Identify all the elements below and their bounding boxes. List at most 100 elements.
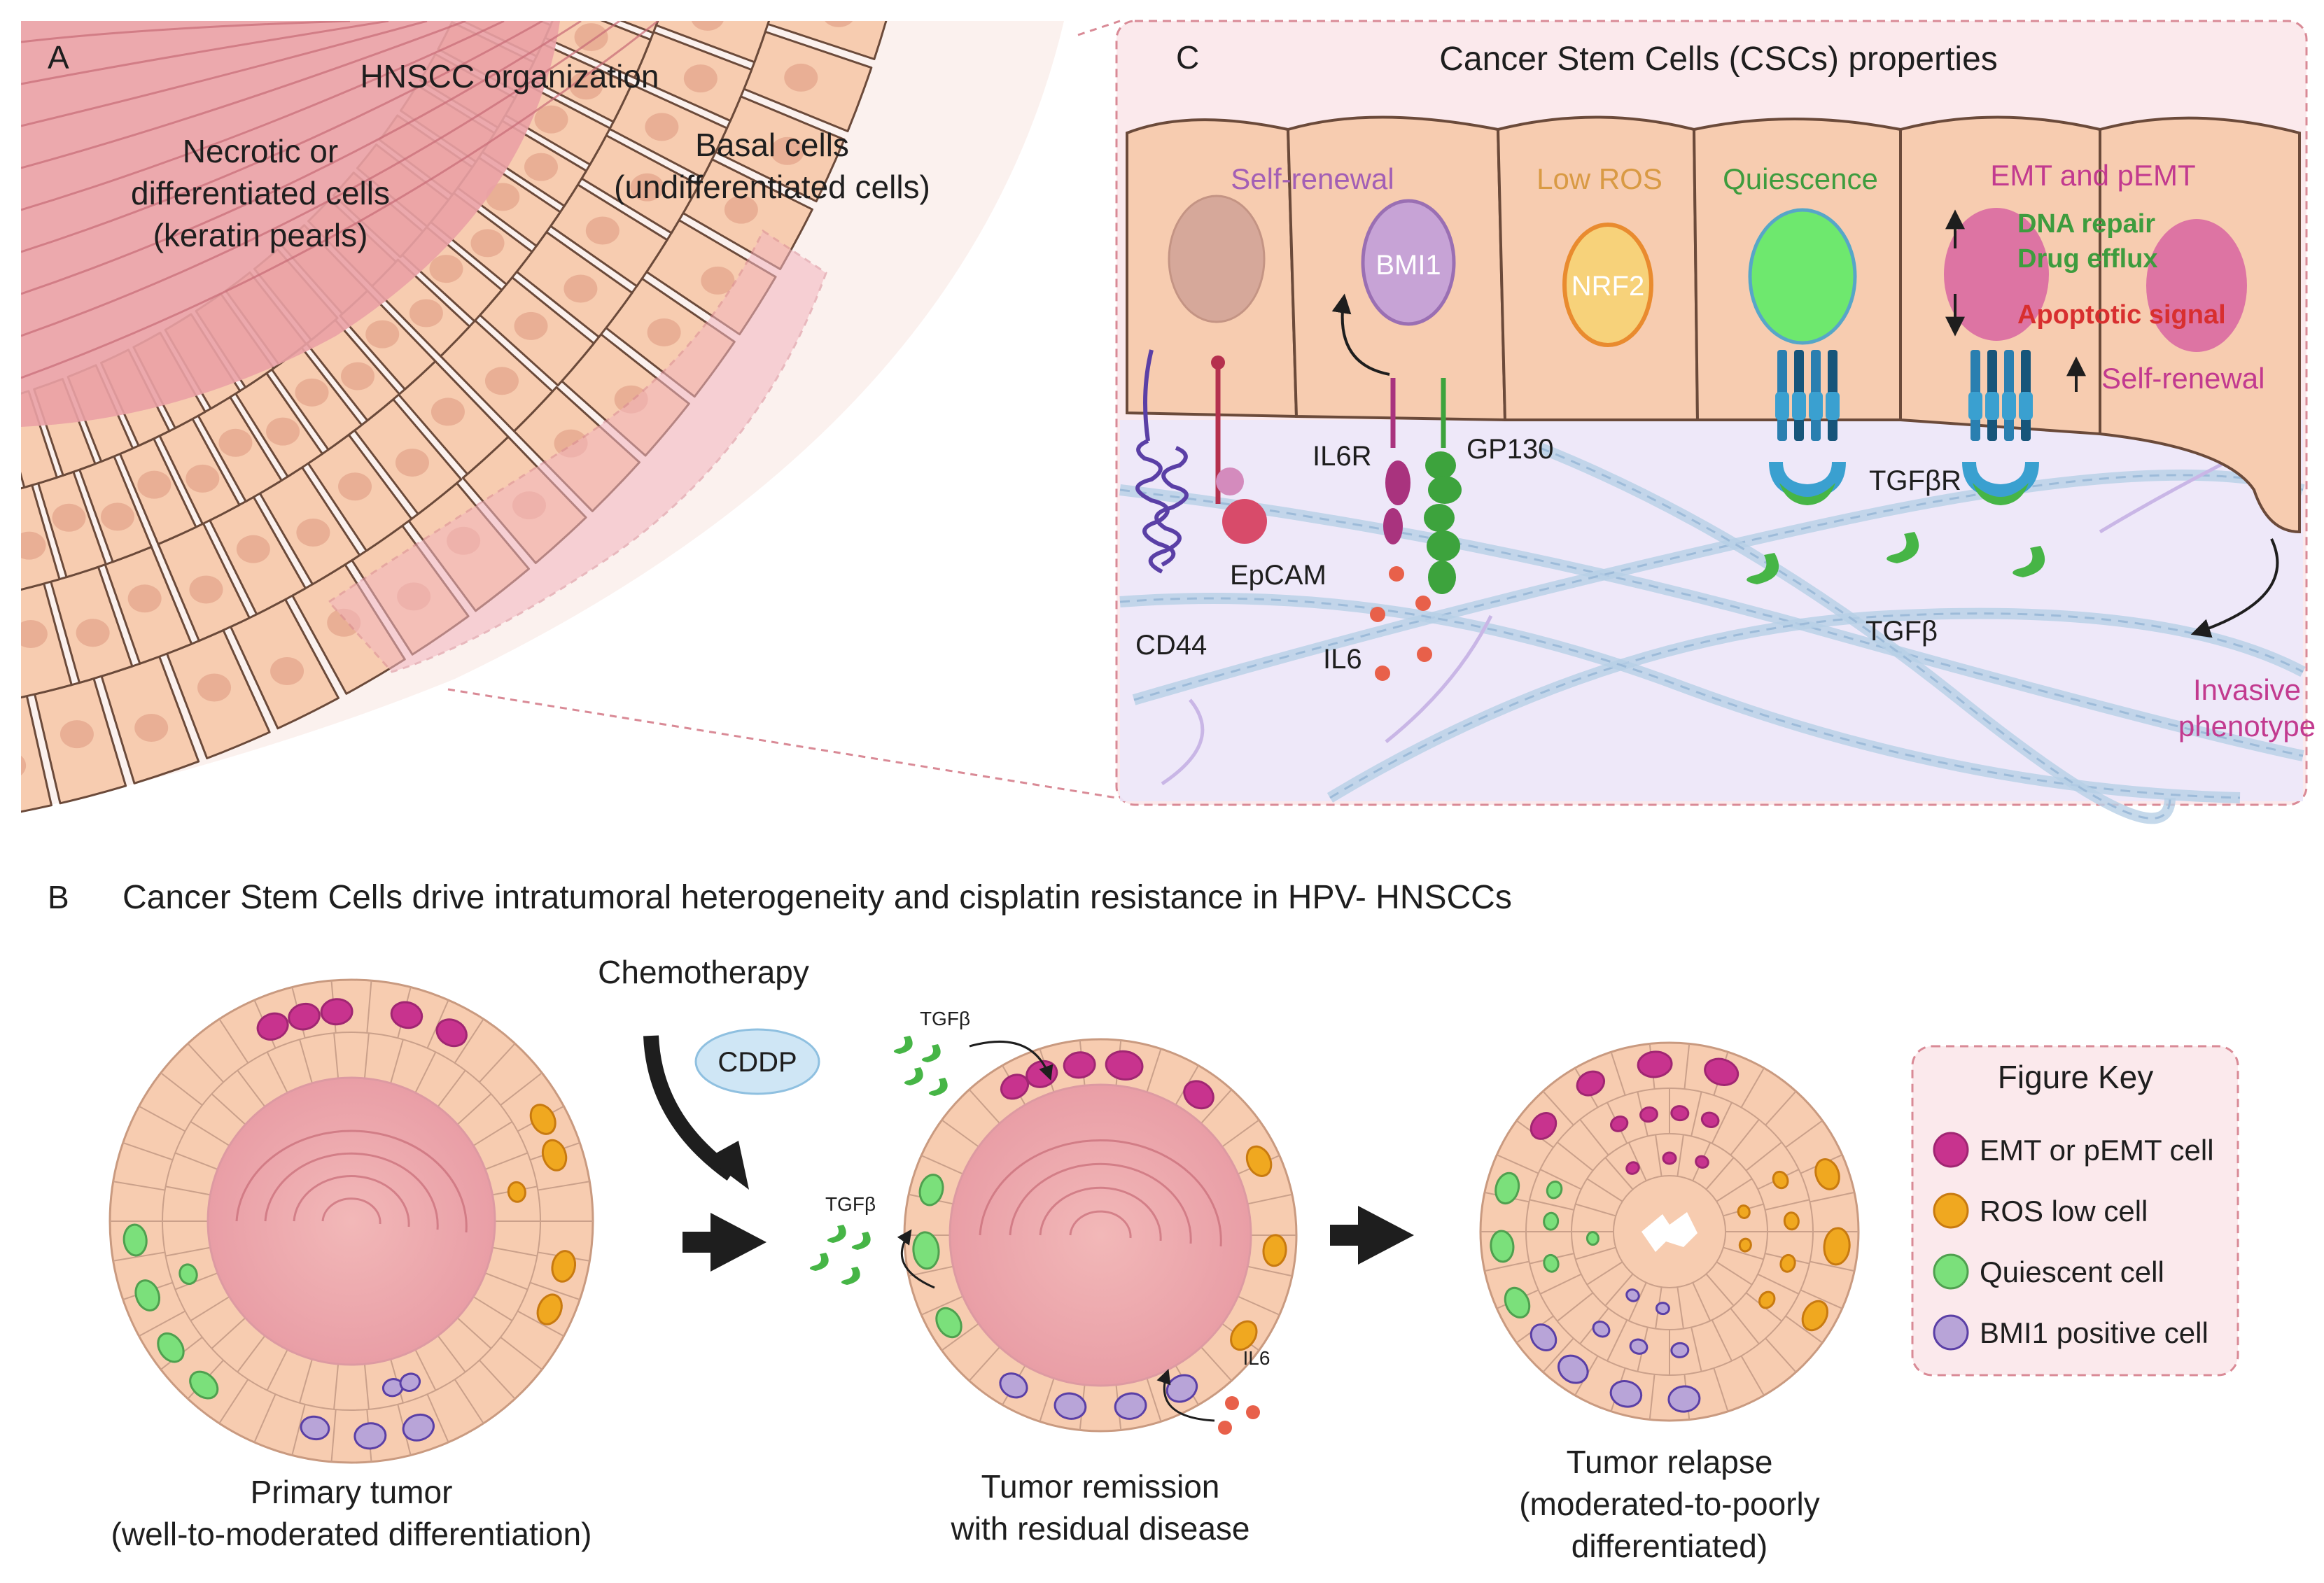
ros-low-cell: [1245, 1145, 1273, 1177]
cell-boundary: [479, 1359, 516, 1400]
ros-low-cell: [1779, 1253, 1796, 1273]
ros-low-cell: [1737, 1204, 1751, 1219]
cell-boundary: [363, 1364, 370, 1409]
keratin-swirl: [1009, 1162, 1192, 1244]
key-bmi1-cell-swatch: [1933, 1314, 1969, 1351]
epcam-label: EpCAM: [1230, 560, 1326, 591]
panel-b: B Cancer Stem Cells drive intratumoral h…: [48, 879, 1860, 1564]
necrotic-label-line1: Necrotic or: [183, 133, 338, 169]
bmi1-positive-cell: [1166, 1374, 1198, 1403]
tgfb-label: TGFβ: [1865, 616, 1938, 647]
il6-ligands: [1370, 566, 1432, 681]
nrf2-nucleus: [1562, 223, 1653, 347]
emt-cell: [320, 998, 354, 1026]
emt-cell: [1700, 1111, 1720, 1129]
bmi1-positive-cell: [999, 1372, 1028, 1399]
dna-repair-label: DNA repair: [2017, 209, 2155, 239]
cell-boundary: [1200, 1089, 1233, 1124]
emt-cell: [1695, 1155, 1709, 1169]
cell-nucleus: [645, 113, 679, 141]
ros-low-cell: [536, 1293, 563, 1325]
bmi1-positive-cell: [1655, 1302, 1670, 1316]
collagen-fiber-strand: [1119, 597, 2241, 799]
cell-boundary: [500, 1337, 542, 1370]
keratin-pearl-core: [206, 1076, 496, 1366]
cell-boundary: [139, 1310, 186, 1337]
keratin-swirl: [235, 1130, 468, 1233]
quiescent-cell: [178, 1263, 198, 1286]
cell-boundary: [1765, 1090, 1797, 1126]
figure-key-title: Figure Key: [1998, 1059, 2153, 1095]
cell-boundary: [1730, 1307, 1760, 1344]
low-ros-label: Low ROS: [1536, 162, 1662, 195]
cell-nucleus: [606, 0, 639, 14]
cell-nucleus: [76, 619, 110, 647]
cell-boundary: [1146, 1048, 1162, 1092]
emt-cell: [1576, 1070, 1606, 1097]
cell-boundary: [1692, 1282, 1712, 1321]
cell-boundary: [1200, 1346, 1233, 1381]
quiescent-cell: [189, 1370, 219, 1400]
quiescent-cell: [1546, 1180, 1563, 1199]
emt-nucleus-2: [2146, 219, 2247, 352]
cell-boundary: [266, 1349, 288, 1391]
ros-low-cell: [1738, 1237, 1752, 1253]
keratin-swirl: [21, 21, 505, 211]
cd44-label: CD44: [1135, 630, 1207, 661]
cell-boundary: [330, 1409, 337, 1462]
il6r-label: IL6R: [1312, 441, 1372, 472]
basal-cell-layer: [21, 0, 888, 813]
cell-boundary: [1606, 1319, 1628, 1362]
cell-nucleus: [21, 755, 27, 776]
epcam-receptor-icon: [1211, 356, 1267, 544]
cell-nucleus: [630, 173, 664, 202]
key-quiescent-cell-swatch: [1933, 1253, 1969, 1290]
relapse-arrow-icon: [1330, 1206, 1414, 1265]
cell-boundary: [291, 1404, 306, 1456]
tgfbr-receptor-icon-2: [1962, 350, 2039, 505]
cell-boundary: [437, 1069, 466, 1108]
cell-boundary: [218, 1018, 249, 1064]
emt-cell: [1704, 1057, 1740, 1086]
bmi1-activation-arrow-icon: [1331, 293, 1390, 376]
epithelial-cell: [469, 0, 566, 19]
cell-nucleus: [585, 216, 620, 245]
cell-nucleus: [701, 266, 735, 295]
cell-nucleus: [564, 274, 598, 303]
cell-boundary: [333, 1364, 340, 1409]
cell-nucleus: [21, 620, 48, 649]
ros-low-cell: [529, 1104, 556, 1135]
receptor-domain: [1826, 392, 1840, 420]
epithelial-cell: [674, 0, 789, 2]
cell-boundary: [968, 1089, 1000, 1124]
ros-low-cell: [1783, 1211, 1800, 1231]
invasive-label-line2: phenotype: [2178, 710, 2316, 743]
keratin-swirl: [1069, 1210, 1132, 1239]
cell-boundary: [1579, 1119, 1609, 1156]
cell-boundary: [941, 1119, 979, 1148]
cell-boundary: [479, 1043, 516, 1083]
cell-boundary: [1655, 1134, 1662, 1176]
receptor-domain: [2002, 392, 2016, 420]
gp130-label: GP130: [1466, 434, 1554, 465]
cell-boundary: [1740, 1356, 1765, 1396]
cell-boundary: [190, 1121, 230, 1146]
cell-boundary: [1716, 1178, 1753, 1202]
primary-caption-line1: Primary tumor: [251, 1474, 453, 1510]
cell-boundary: [211, 1093, 246, 1125]
ros-low-cell: [1814, 1158, 1840, 1190]
keratin-swirl: [21, 21, 543, 253]
receptor-domain: [1775, 392, 1789, 420]
relapse-caption-line1: Tumor relapse: [1567, 1444, 1773, 1480]
cell-boundary: [1711, 1319, 1732, 1362]
ecm-filament: [1385, 614, 1493, 743]
ros-low-cell: [551, 1250, 577, 1283]
cell-nucleus: [430, 397, 465, 426]
cell-nucleus: [569, 71, 603, 100]
bmi1-positive-cell: [1592, 1321, 1611, 1338]
cell-nucleus: [218, 428, 253, 457]
cell-boundary: [1809, 1260, 1855, 1272]
keratin-swirl: [21, 21, 620, 337]
